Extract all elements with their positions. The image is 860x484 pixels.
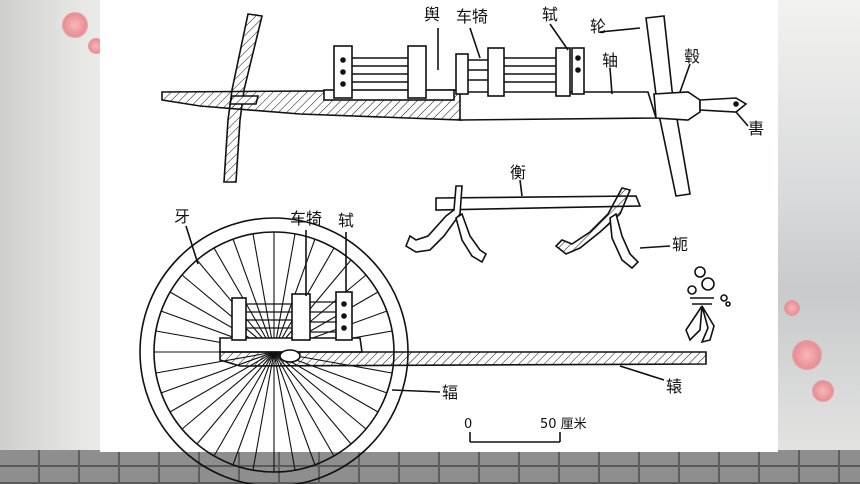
- label-gu: 毂: [684, 47, 700, 66]
- brick-wall-footer: [0, 450, 860, 484]
- side-shaft: [219, 351, 707, 367]
- label-shi-bottom: 轼: [338, 211, 354, 230]
- axle-cap: [699, 97, 748, 113]
- plum-blossom-top-left: [62, 12, 88, 38]
- yoke-assembly: [405, 179, 731, 344]
- yoke-beam: [435, 195, 642, 211]
- top-railing-front: [333, 45, 427, 99]
- scale-bar: [469, 432, 561, 443]
- label-wei: 軎: [748, 119, 764, 138]
- label-zhou: 轴: [602, 51, 618, 70]
- plum-blossom-right-1: [792, 340, 822, 370]
- plum-blossom-right-3: [784, 300, 800, 316]
- label-lun: 轮: [590, 17, 606, 36]
- side-view-chariot: [139, 217, 707, 484]
- right-yoke-saddle: [554, 187, 632, 255]
- label-yi-top: 车犄: [456, 7, 488, 26]
- left-yoke-saddle: [405, 185, 463, 253]
- label-yuan: 辕: [666, 377, 682, 396]
- hanging-ornament: [685, 266, 731, 344]
- label-yi-bottom: 车犄: [290, 209, 322, 228]
- scale-start-label: 0: [464, 417, 472, 432]
- side-railing: [231, 291, 353, 341]
- label-heng: 衡: [510, 163, 526, 182]
- top-view-chariot: [161, 13, 749, 197]
- label-shi-top: 轼: [542, 5, 558, 24]
- right-decorative-background: [765, 0, 860, 484]
- hub: [653, 91, 701, 121]
- label-fu: 辐: [442, 383, 458, 402]
- label-yu: 舆: [424, 5, 440, 24]
- top-railing-rear: [455, 47, 585, 97]
- scale-end-label: 50 厘米: [540, 417, 587, 432]
- label-e: 轭: [672, 235, 688, 254]
- top-body-box: [323, 89, 455, 101]
- label-ya: 牙: [174, 207, 190, 226]
- plum-blossom-right-2: [812, 380, 834, 402]
